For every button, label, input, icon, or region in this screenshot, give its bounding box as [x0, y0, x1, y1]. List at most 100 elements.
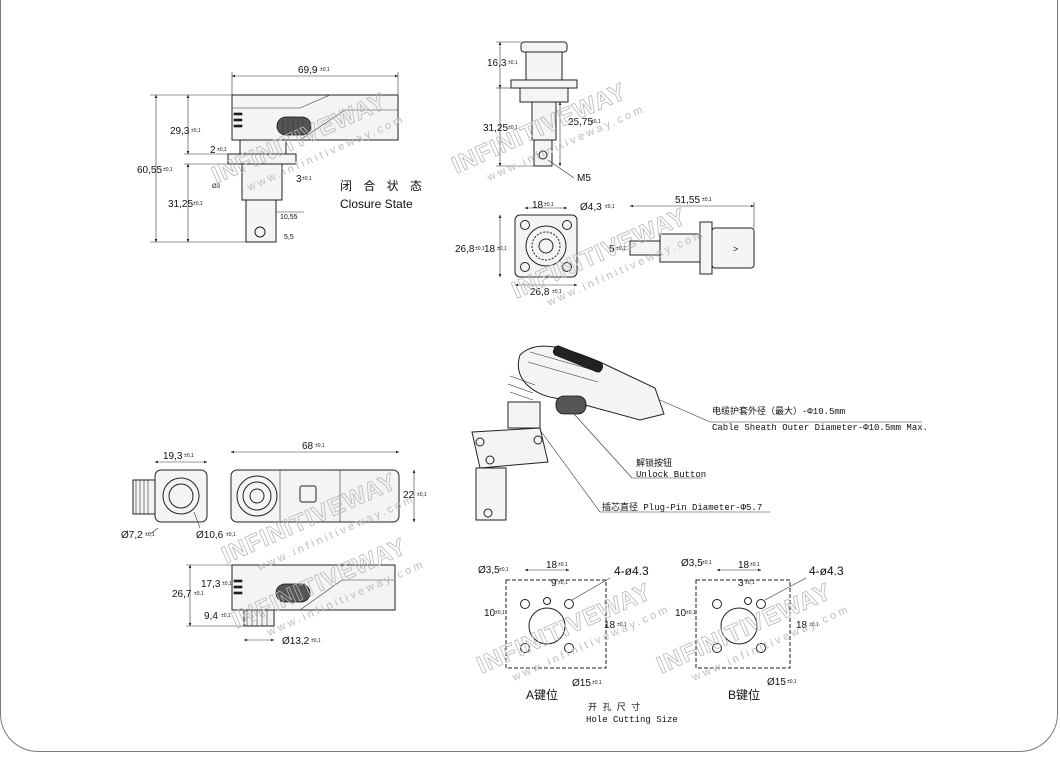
hole-cutting-a: Ø3,5 ±0,1 18 ±0,1 9 ±0,1 4-ø4.3 10 ±0,1 … — [478, 560, 649, 702]
flange-view: 18 ±0,1 Ø4,3 ±0,1 26,8 ±0,1 18 ±0,1 26,8… — [455, 200, 615, 298]
top-front-view: 16,3 ±0,1 31,25 ±0,1 25,75 ±0,1 M5 — [483, 41, 601, 184]
svg-text:±0,1: ±0,1 — [552, 289, 562, 295]
callout-cable-en: Cable Sheath Outer Diameter-Φ10.5mm Max. — [712, 423, 928, 433]
dim-inner-height: 17,3 — [201, 579, 221, 590]
svg-text:±0,1: ±0,1 — [787, 679, 797, 685]
sheet-frame — [0, 0, 1058, 752]
svg-text:±0,1: ±0,1 — [592, 680, 602, 686]
hole-a-key-offset: 9 — [551, 578, 557, 589]
svg-text:±0,1: ±0,1 — [616, 246, 626, 252]
dim-thread: M5 — [577, 173, 591, 184]
dim-body-height: 31,25 — [483, 123, 508, 134]
unlock-button-side — [276, 116, 312, 136]
dim-length: 68 — [302, 441, 314, 452]
dim-height: 22 — [403, 490, 415, 501]
hole-b-key-offset: 3 — [738, 578, 744, 589]
hole-b-pitch-top: 18 — [738, 560, 750, 571]
dim-pin-length: 10,55 — [280, 214, 298, 221]
hole-a-right-h: 18 — [604, 620, 616, 631]
svg-text:±0,1: ±0,1 — [222, 581, 232, 587]
svg-text:±0,1: ±0,1 — [495, 610, 505, 616]
dim-overall-width: 69,9 — [298, 65, 318, 76]
dim-upper-height: 29,3 — [170, 126, 190, 137]
svg-text:±0,1: ±0,1 — [745, 580, 755, 586]
hole-b-big-dia: Ø15 — [767, 677, 786, 688]
dim-pin-tip: 5,5 — [284, 234, 294, 241]
end-view: 19,3 ±0,1 Ø7,2 ±0,1 Ø10,6 ±0,1 — [121, 451, 236, 541]
svg-text:±0,1: ±0,1 — [320, 67, 330, 73]
svg-text:±0,1: ±0,1 — [184, 453, 194, 459]
dim-step: 3 — [296, 174, 302, 185]
svg-text:>: > — [733, 244, 738, 254]
dim-side-height: 26,7 — [172, 589, 192, 600]
svg-text:±0,1: ±0,1 — [193, 201, 203, 207]
hole-cutting-en: Hole Cutting Size — [586, 715, 678, 725]
callout-cable-cn: 电缆护套外径（最大）-Φ10.5mm — [712, 405, 845, 417]
iso-unlock-button — [555, 395, 587, 415]
svg-text:±0,1: ±0,1 — [194, 591, 204, 597]
hole-a-big-dia: Ø15 — [572, 678, 591, 689]
svg-text:±0,1: ±0,1 — [217, 147, 227, 153]
hole-b-holes: 4-ø4.3 — [809, 564, 844, 578]
svg-text:±0,1: ±0,1 — [605, 204, 615, 210]
closure-state-en: Closure State — [340, 197, 413, 211]
svg-text:±0,1: ±0,1 — [686, 610, 696, 616]
svg-text:±0,1: ±0,1 — [617, 622, 627, 628]
svg-text:±0,1: ±0,1 — [702, 560, 712, 566]
svg-text:±0,1: ±0,1 — [315, 443, 325, 449]
callout-plug-pin: 插芯直径 Plug-Pin Diameter-Φ5.7 — [602, 501, 762, 513]
svg-text:±0,1: ±0,1 — [221, 613, 231, 619]
svg-text:±0,1: ±0,1 — [163, 167, 173, 173]
top-front-flange — [510, 79, 578, 89]
hole-cutting-cn: 开 孔 尺 寸 — [588, 701, 640, 713]
svg-text:±0,1: ±0,1 — [591, 119, 601, 125]
svg-text:±0,1: ±0,1 — [311, 638, 321, 644]
hole-b-small-dia: Ø3,5 — [681, 558, 703, 569]
hole-b-right-h: 18 — [796, 620, 808, 631]
dim-flange-hole: Ø4,3 — [580, 202, 602, 213]
dim-pin-offset: 5 — [609, 244, 615, 255]
dim-height-total: 60,55 — [137, 165, 162, 176]
hole-a-left-h: 10 — [484, 608, 496, 619]
svg-text:±0,1: ±0,1 — [544, 202, 554, 208]
svg-text:±0,1: ±0,1 — [226, 532, 236, 538]
svg-text:±0,1: ±0,1 — [145, 532, 155, 538]
dim-flange-outer-w: 26,8 — [530, 287, 550, 298]
svg-text:±0,1: ±0,1 — [499, 567, 509, 573]
iso-pin — [475, 467, 507, 521]
hole-a-holes: 4-ø4.3 — [614, 564, 649, 578]
dim-flange-outer-h: 26,8 — [455, 244, 475, 255]
hole-a-small-dia: Ø3,5 — [478, 565, 500, 576]
hole-cutting-b: Ø3,5 ±0,1 18 ±0,1 3 ±0,1 4-ø4.3 10 ±0,1 … — [675, 558, 844, 702]
closure-state-cn: 闭 合 状 态 — [340, 178, 426, 193]
dim-side-length: 51,55 — [675, 195, 700, 206]
dim-width-a: 19,3 — [163, 451, 183, 462]
iso-flange — [471, 427, 549, 469]
svg-text:±0,1: ±0,1 — [809, 622, 819, 628]
top-view-bottom: 68 ±0,1 22 ±0,1 — [230, 441, 427, 523]
dim-dia-small: Ø7,2 — [121, 530, 143, 541]
dim-lower-height: 31,25 — [168, 199, 193, 210]
callout-unlock-cn: 解锁按钮 — [636, 457, 672, 469]
svg-text:±0,1: ±0,1 — [302, 176, 312, 182]
horizontal-side-view: > 51,55 ±0,1 5 ±0,1 — [609, 195, 755, 275]
callout-unlock-en: Unlock Button — [636, 470, 706, 480]
flange-square — [514, 214, 578, 278]
hole-a-key-label: A键位 — [526, 687, 558, 702]
svg-text:±0,1: ±0,1 — [750, 562, 760, 568]
dim-head-height: 16,3 — [487, 58, 507, 69]
svg-text:±0,1: ±0,1 — [497, 246, 507, 252]
hole-b-left-h: 10 — [675, 608, 687, 619]
dim-flange-pitch-h: 18 — [484, 244, 496, 255]
svg-text:±0,1: ±0,1 — [702, 197, 712, 203]
side-view-pin — [245, 199, 277, 243]
dim-foot-height: 9,4 — [204, 611, 218, 622]
hole-b-key-label: B键位 — [728, 687, 760, 702]
svg-text:±0,1: ±0,1 — [558, 562, 568, 568]
dim-flange-thickness: 2 — [210, 145, 216, 156]
iso-body — [517, 345, 665, 421]
hole-a-pitch-top: 18 — [546, 560, 558, 571]
svg-text:±0,1: ±0,1 — [508, 60, 518, 66]
